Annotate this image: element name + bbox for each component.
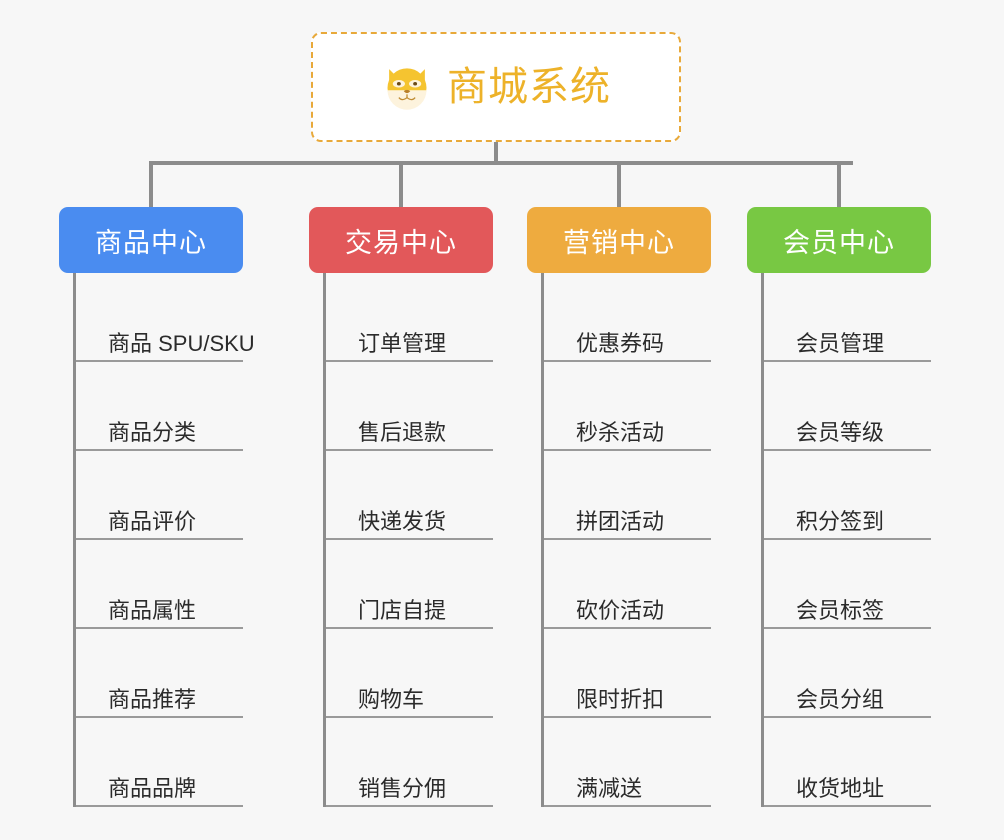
category-title: 交易中心 xyxy=(345,227,457,258)
leaf-item[interactable]: 商品评价 xyxy=(76,451,243,540)
category-column-3: 营销中心优惠券码秒杀活动拼团活动砍价活动限时折扣满减送 xyxy=(527,207,711,807)
leaf-item[interactable]: 会员等级 xyxy=(764,362,931,451)
root-title: 商城系统 xyxy=(447,65,611,109)
category-title: 会员中心 xyxy=(783,227,895,258)
leaf-item[interactable]: 订单管理 xyxy=(326,273,493,362)
leaf-item[interactable]: 限时折扣 xyxy=(544,629,711,718)
connector-horizontal-bus xyxy=(149,161,853,165)
category-column-1: 商品中心商品 SPU/SKU 商品分类商品评价商品属性商品推荐商品品牌 xyxy=(59,207,255,807)
leaf-item[interactable]: 会员标签 xyxy=(764,540,931,629)
leaf-label: 会员管理 xyxy=(796,330,885,356)
leaf-label: 商品 SPU/SKU xyxy=(108,330,255,356)
category-column-2: 交易中心订单管理售后退款快递发货门店自提购物车销售分佣 xyxy=(309,207,493,807)
leaf-item[interactable]: 收货地址 xyxy=(764,718,931,807)
leaf-label: 订单管理 xyxy=(358,330,447,356)
leaf-item[interactable]: 秒杀活动 xyxy=(544,362,711,451)
leaf-item[interactable]: 购物车 xyxy=(326,629,493,718)
leaf-item[interactable]: 快递发货 xyxy=(326,451,493,540)
leaf-label: 砍价活动 xyxy=(576,597,665,623)
leaf-item[interactable]: 积分签到 xyxy=(764,451,931,540)
leaf-label: 秒杀活动 xyxy=(576,419,665,445)
leaf-list: 优惠券码秒杀活动拼团活动砍价活动限时折扣满减送 xyxy=(541,273,711,807)
leaf-label: 拼团活动 xyxy=(576,508,665,534)
leaf-item[interactable]: 砍价活动 xyxy=(544,540,711,629)
leaf-label: 购物车 xyxy=(358,686,425,712)
leaf-item[interactable]: 拼团活动 xyxy=(544,451,711,540)
leaf-label: 积分签到 xyxy=(796,508,885,534)
leaf-label: 销售分佣 xyxy=(358,775,447,801)
leaf-label: 优惠券码 xyxy=(576,330,665,356)
category-header-2[interactable]: 交易中心 xyxy=(309,207,493,273)
leaf-item[interactable]: 售后退款 xyxy=(326,362,493,451)
leaf-list: 会员管理会员等级积分签到会员标签会员分组收货地址 xyxy=(761,273,931,807)
category-header-1[interactable]: 商品中心 xyxy=(59,207,243,273)
connector-drop-2 xyxy=(399,161,403,207)
leaf-item[interactable]: 会员分组 xyxy=(764,629,931,718)
leaf-item[interactable]: 门店自提 xyxy=(326,540,493,629)
shiba-dog-emoji xyxy=(381,61,433,113)
leaf-item[interactable]: 优惠券码 xyxy=(544,273,711,362)
leaf-label: 限时折扣 xyxy=(576,686,665,712)
root-node[interactable]: 商城系统 xyxy=(311,32,681,142)
leaf-label: 会员等级 xyxy=(796,419,885,445)
leaf-item[interactable]: 商品分类 xyxy=(76,362,243,451)
leaf-label: 快递发货 xyxy=(358,508,447,534)
leaf-label: 商品推荐 xyxy=(108,686,197,712)
leaf-item[interactable]: 商品推荐 xyxy=(76,629,243,718)
leaf-list: 商品 SPU/SKU 商品分类商品评价商品属性商品推荐商品品牌 xyxy=(73,273,255,807)
leaf-item[interactable]: 商品属性 xyxy=(76,540,243,629)
category-header-4[interactable]: 会员中心 xyxy=(747,207,931,273)
leaf-item[interactable]: 商品 SPU/SKU xyxy=(76,273,255,362)
leaf-item[interactable]: 销售分佣 xyxy=(326,718,493,807)
leaf-label: 满减送 xyxy=(576,775,643,801)
connector-root-stem xyxy=(494,142,498,164)
leaf-label: 会员标签 xyxy=(796,597,885,623)
leaf-label: 商品属性 xyxy=(108,597,197,623)
leaf-label: 售后退款 xyxy=(358,419,447,445)
leaf-list: 订单管理售后退款快递发货门店自提购物车销售分佣 xyxy=(323,273,493,807)
leaf-item[interactable]: 商品品牌 xyxy=(76,718,243,807)
leaf-label: 商品评价 xyxy=(108,508,197,534)
leaf-item[interactable]: 会员管理 xyxy=(764,273,931,362)
connector-drop-3 xyxy=(617,161,621,207)
leaf-label: 商品分类 xyxy=(108,419,197,445)
category-header-3[interactable]: 营销中心 xyxy=(527,207,711,273)
leaf-label: 商品品牌 xyxy=(108,775,197,801)
connector-drop-1 xyxy=(149,161,153,207)
category-title: 商品中心 xyxy=(95,227,207,258)
leaf-label: 门店自提 xyxy=(358,597,447,623)
leaf-label: 会员分组 xyxy=(796,686,885,712)
category-title: 营销中心 xyxy=(563,227,675,258)
connector-drop-4 xyxy=(837,161,841,207)
leaf-label: 收货地址 xyxy=(796,775,885,801)
category-column-4: 会员中心会员管理会员等级积分签到会员标签会员分组收货地址 xyxy=(747,207,931,807)
leaf-item[interactable]: 满减送 xyxy=(544,718,711,807)
